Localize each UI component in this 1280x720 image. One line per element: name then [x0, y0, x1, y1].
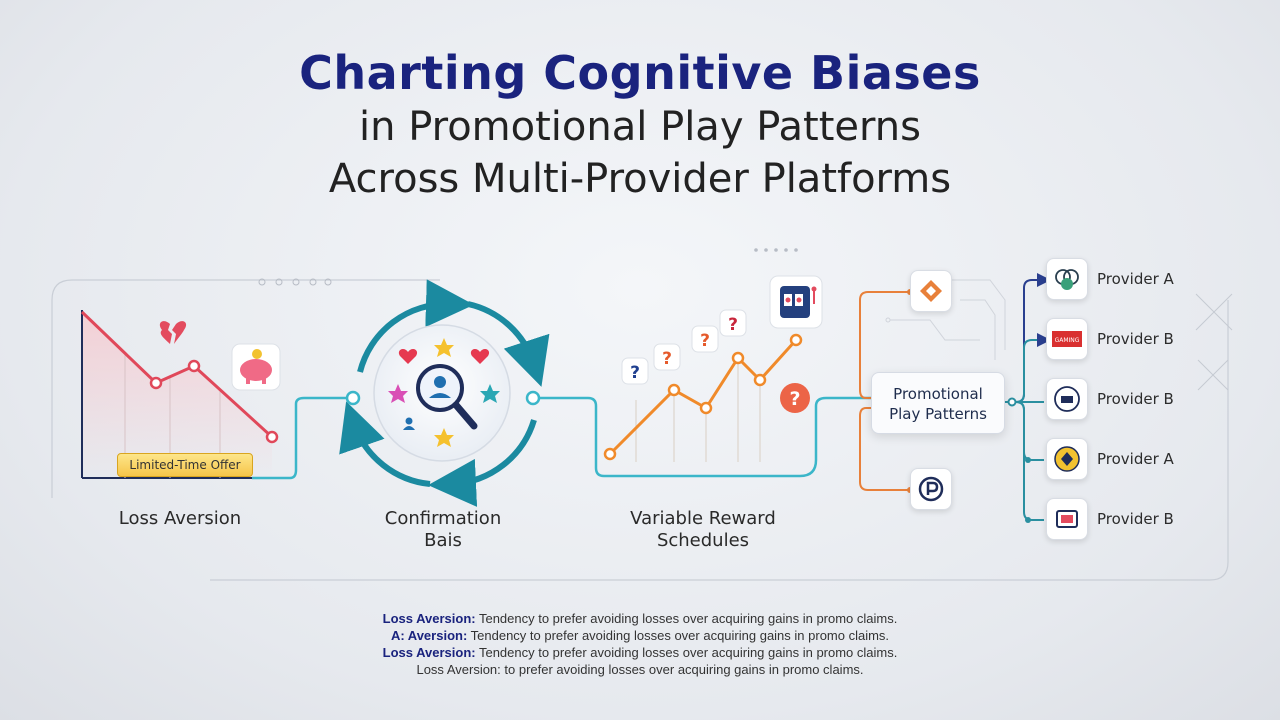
question-circle-icon: ? [780, 383, 810, 413]
crosshair-decoration [1195, 293, 1233, 391]
yellow-coin-logo-icon [1054, 446, 1080, 472]
red-banner-logo-icon: GAMING [1052, 331, 1082, 347]
stage-label-variable-reward: Variable Reward Schedules [613, 508, 793, 552]
provider-tile-1 [1046, 258, 1088, 300]
star-icon-gold [434, 338, 454, 357]
connector-loss-to-confirmation [252, 396, 352, 480]
provider-label-2: Provider B [1097, 330, 1174, 348]
star-icon-pink [388, 384, 408, 403]
heart-icon-2 [470, 349, 490, 364]
footnote-1: Loss Aversion: Tendency to prefer avoidi… [0, 611, 1280, 626]
stage-label-loss-aversion: Loss Aversion [118, 508, 242, 529]
svg-text:?: ? [662, 349, 672, 369]
confirmation-line-1: Confirmation [384, 508, 502, 529]
footnote-2-key: A: Aversion: [390, 628, 468, 643]
decor-dots [258, 278, 332, 286]
question-bubble-2: ? [653, 343, 681, 371]
diamond-badge-tile [910, 270, 952, 312]
svg-text:?: ? [789, 388, 800, 410]
diamond-badge-icon [920, 280, 942, 302]
magnifier-user-icon [416, 364, 478, 430]
footnote-4-text: Loss Aversion: to prefer avoiding losses… [416, 662, 864, 677]
outer-frame [51, 279, 440, 498]
provider-tile-4 [1046, 438, 1088, 480]
variable-reward-chart [603, 333, 803, 462]
question-bubble-1: ? [621, 357, 649, 385]
provider-tile-3 [1046, 378, 1088, 420]
provider-label-5: Provider B [1097, 510, 1174, 528]
promotional-play-patterns-hub: Promotional Play Patterns [871, 372, 1005, 434]
svg-text:GAMING: GAMING [1055, 337, 1080, 344]
provider-label-1: Provider A [1097, 270, 1174, 288]
hub-line-2: Play Patterns [889, 405, 987, 423]
footnote-1-key: Loss Aversion: [382, 611, 476, 626]
question-bubble-3: ? [691, 325, 719, 353]
branch-hub-to-bottom-icon [859, 407, 908, 491]
piggy-bank-icon [231, 343, 281, 391]
connector-confirmation-to-reward [534, 396, 872, 478]
p-logo-tile [910, 468, 952, 510]
provider-tile-5 [1046, 498, 1088, 540]
svg-text:?: ? [700, 331, 710, 351]
circuit-decoration [885, 277, 1006, 360]
footnote-2: A: Aversion: Tendency to prefer avoiding… [0, 628, 1280, 643]
provider-label-3: Provider B [1097, 390, 1174, 408]
heart-icon [398, 349, 418, 364]
limited-time-offer-badge: Limited-Time Offer [117, 453, 253, 477]
outer-frame-bottom [210, 300, 1229, 581]
screen-device-logo-icon [1056, 510, 1078, 528]
hub-line-1: Promotional [893, 385, 983, 403]
footnote-2-text: Tendency to prefer avoiding losses over … [467, 628, 890, 643]
user-icon-small [403, 417, 415, 430]
star-icon-gold-2 [434, 428, 454, 447]
footnote-3-text: Tendency to prefer avoiding losses over … [475, 645, 898, 660]
variable-line-1: Variable Reward [630, 508, 776, 529]
svg-text:?: ? [728, 315, 738, 335]
p-coin-icon [918, 476, 944, 502]
footnote-3: Loss Aversion: Tendency to prefer avoidi… [0, 645, 1280, 660]
slot-machine-icon [769, 275, 823, 329]
loss-aversion-chart [80, 310, 280, 479]
circles-logo-icon [1055, 269, 1079, 290]
variable-line-2: Schedules [656, 530, 750, 551]
stage-label-confirmation: Confirmation Bais [363, 508, 523, 552]
title-line-3: Across Multi-Provider Platforms [328, 156, 952, 202]
footnote-3-key: Loss Aversion: [382, 645, 476, 660]
question-bubble-4: ? [719, 309, 747, 337]
footnote-1-text: Tendency to prefer avoiding losses over … [475, 611, 898, 626]
decor-dots-top [754, 248, 798, 252]
round-badge-logo-icon [1054, 386, 1080, 412]
branch-hub-to-top-icon [859, 291, 908, 399]
star-icon-teal [480, 384, 500, 403]
svg-text:?: ? [630, 363, 640, 383]
provider-tile-2: GAMING [1046, 318, 1088, 360]
provider-label-4: Provider A [1097, 450, 1174, 468]
title-line-2: in Promotional Play Patterns [359, 104, 921, 150]
broken-heart-icon [159, 321, 187, 344]
footnote-4: Loss Aversion: to prefer avoiding losses… [0, 662, 1280, 677]
title-line-1: Charting Cognitive Biases [299, 46, 981, 100]
confirmation-line-2: Bais [424, 530, 462, 551]
